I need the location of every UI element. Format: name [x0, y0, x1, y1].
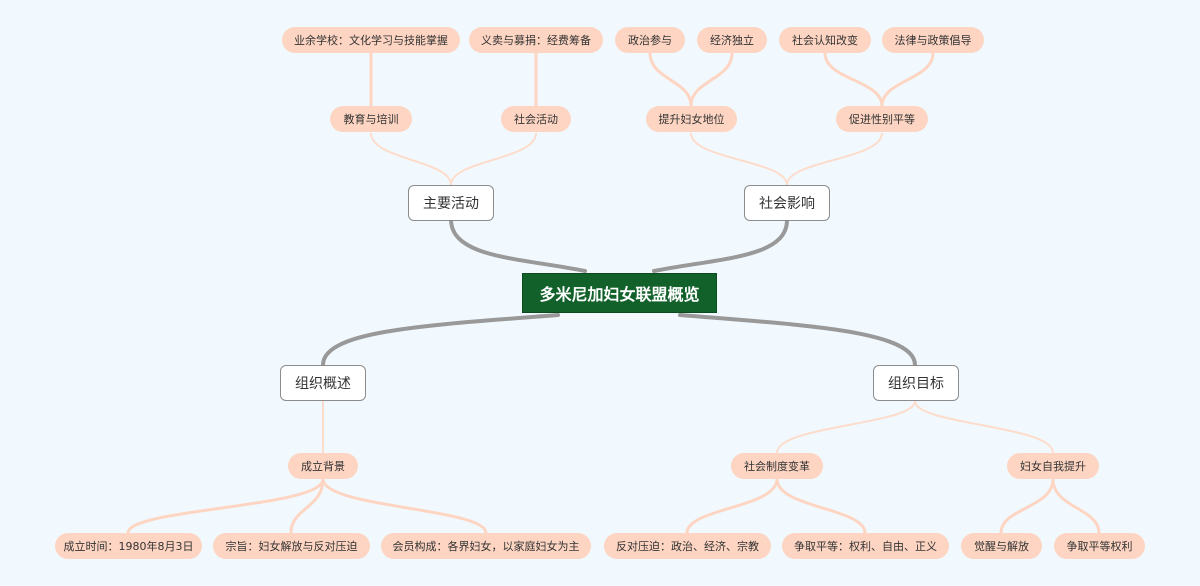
link-self-rights — [1051, 478, 1101, 534]
link-equality-cognition — [823, 52, 884, 107]
sub-education[interactable]: 教育与培训 — [330, 106, 412, 132]
link-reform-equality — [775, 478, 867, 534]
link-background-members — [321, 478, 488, 534]
sub-background[interactable]: 成立背景 — [288, 453, 358, 479]
link-equality-law — [880, 52, 935, 107]
link-status-economic — [689, 52, 734, 107]
link-root-main-activities — [449, 218, 587, 273]
branch-main-activities[interactable]: 主要活动 — [408, 185, 494, 221]
branch-org-goals[interactable]: 组织目标 — [873, 365, 959, 401]
link-reform-anti — [685, 478, 779, 534]
branch-org-overview[interactable]: 组织概述 — [280, 365, 366, 401]
leaf-fundraising[interactable]: 义卖与募捐：经费筹备 — [469, 27, 603, 53]
link-status-political — [648, 52, 693, 107]
link-root-org-overview — [321, 313, 560, 367]
leaf-members[interactable]: 会员构成：各界妇女，以家庭妇女为主 — [381, 533, 591, 559]
leaf-law-policy[interactable]: 法律与政策倡导 — [882, 27, 984, 53]
link-self-awakening — [999, 478, 1055, 534]
sub-promote-equality[interactable]: 促进性别平等 — [836, 106, 928, 132]
sub-raise-status[interactable]: 提升妇女地位 — [646, 106, 737, 132]
root-topic[interactable]: 多米尼加妇女联盟概览 — [522, 273, 717, 313]
leaf-founded[interactable]: 成立时间：1980年8月3日 — [55, 533, 202, 559]
link-root-org-goals — [678, 313, 917, 367]
link-root-social-impact — [652, 218, 789, 273]
leaf-equal-rights[interactable]: 争取平等权利 — [1054, 533, 1145, 559]
link-background-founded — [126, 478, 325, 534]
leaf-economic[interactable]: 经济独立 — [697, 27, 767, 53]
leaf-anti-oppression[interactable]: 反对压迫：政治、经济、宗教 — [604, 533, 771, 559]
link-goals-reform — [776, 400, 916, 454]
link-impact-raise-status — [690, 132, 788, 186]
link-main-social-activities — [450, 132, 537, 186]
leaf-purpose[interactable]: 宗旨：妇女解放与反对压迫 — [213, 533, 370, 559]
leaf-political[interactable]: 政治参与 — [615, 27, 685, 53]
sub-social-activities[interactable]: 社会活动 — [501, 106, 571, 132]
leaf-equality[interactable]: 争取平等：权利、自由、正义 — [782, 533, 949, 559]
leaf-spare-school[interactable]: 业余学校：文化学习与技能掌握 — [282, 27, 460, 53]
link-background-purpose — [289, 478, 325, 534]
link-goals-self — [914, 400, 1054, 454]
leaf-social-cognition[interactable]: 社会认知改变 — [779, 27, 871, 53]
sub-social-reform[interactable]: 社会制度变革 — [731, 453, 823, 479]
sub-self-improvement[interactable]: 妇女自我提升 — [1007, 453, 1099, 479]
link-main-education — [370, 132, 452, 186]
branch-social-impact[interactable]: 社会影响 — [744, 185, 830, 221]
leaf-awakening[interactable]: 觉醒与解放 — [961, 533, 1042, 559]
link-impact-equality — [786, 132, 883, 186]
